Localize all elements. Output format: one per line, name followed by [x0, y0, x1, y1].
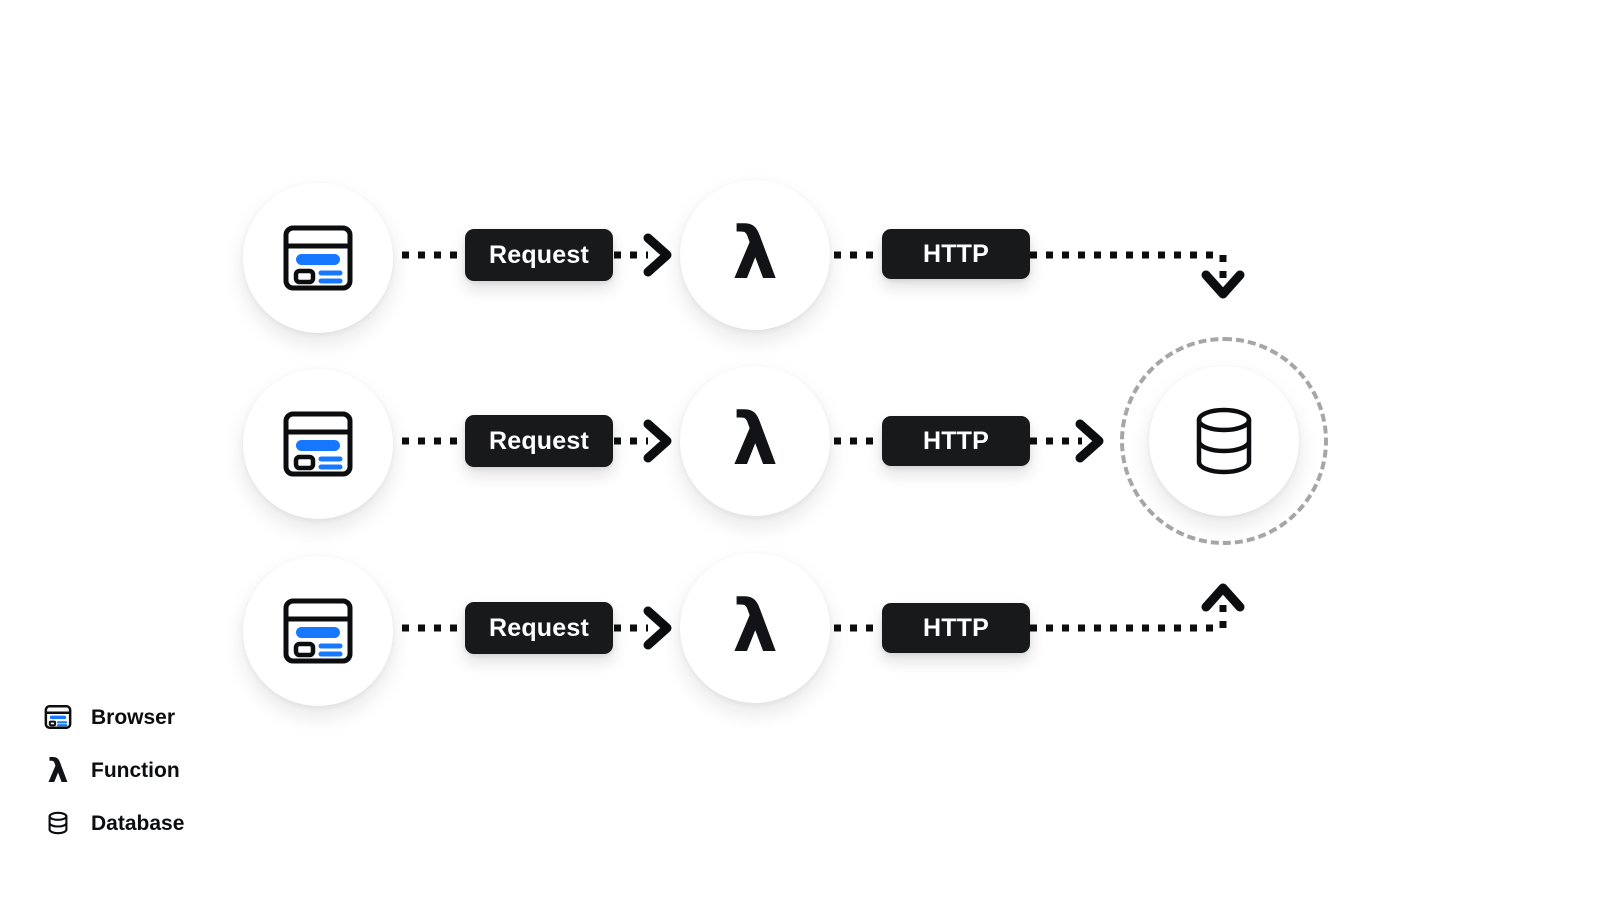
lambda-icon: λ: [42, 750, 74, 790]
legend: Browser λ Function Database: [42, 700, 184, 840]
legend-label-database: Database: [91, 811, 185, 835]
http-label-middle-text: HTTP: [922, 426, 990, 455]
arrowhead-request-middle: [643, 419, 672, 463]
legend-item-function: λ Function: [42, 753, 184, 787]
http-label-bottom-text: HTTP: [922, 613, 990, 642]
request-label-top-text: Request: [488, 240, 590, 269]
request-label-top[interactable]: Request: [465, 229, 613, 281]
http-label-top-text: HTTP: [922, 239, 990, 268]
lambda-icon: λ: [732, 211, 778, 295]
function-node-top[interactable]: λ: [680, 180, 830, 330]
database-icon: [1196, 407, 1252, 475]
lambda-icon: λ: [732, 397, 778, 481]
browser-node-middle[interactable]: [243, 369, 393, 519]
database-icon: [42, 807, 74, 839]
browser-icon: [283, 598, 353, 664]
legend-item-database: Database: [42, 806, 184, 840]
arrowhead-database-bottom: [1201, 583, 1245, 612]
function-node-middle[interactable]: λ: [680, 366, 830, 516]
database-node[interactable]: [1149, 366, 1299, 516]
browser-node-top[interactable]: [243, 183, 393, 333]
arrowhead-database-top: [1201, 270, 1245, 299]
arrowhead-request-bottom: [643, 606, 672, 650]
lambda-glyph: λ: [47, 750, 69, 790]
http-label-bottom[interactable]: HTTP: [882, 603, 1030, 653]
arrowhead-request-top: [643, 233, 672, 277]
browser-node-bottom[interactable]: [243, 556, 393, 706]
browser-icon: [283, 225, 353, 291]
http-label-top[interactable]: HTTP: [882, 229, 1030, 279]
legend-label-browser: Browser: [91, 705, 176, 729]
arrowhead-database-middle: [1075, 419, 1104, 463]
request-label-middle[interactable]: Request: [465, 415, 613, 467]
browser-icon: [42, 701, 74, 733]
browser-icon: [283, 411, 353, 477]
database-highlight-ring: [1120, 337, 1328, 545]
request-label-middle-text: Request: [488, 426, 590, 455]
request-label-bottom-text: Request: [488, 613, 590, 642]
legend-item-browser: Browser: [42, 700, 184, 734]
request-label-bottom[interactable]: Request: [465, 602, 613, 654]
legend-label-function: Function: [91, 758, 180, 782]
http-label-middle[interactable]: HTTP: [882, 416, 1030, 466]
lambda-icon: λ: [732, 584, 778, 668]
function-node-bottom[interactable]: λ: [680, 553, 830, 703]
